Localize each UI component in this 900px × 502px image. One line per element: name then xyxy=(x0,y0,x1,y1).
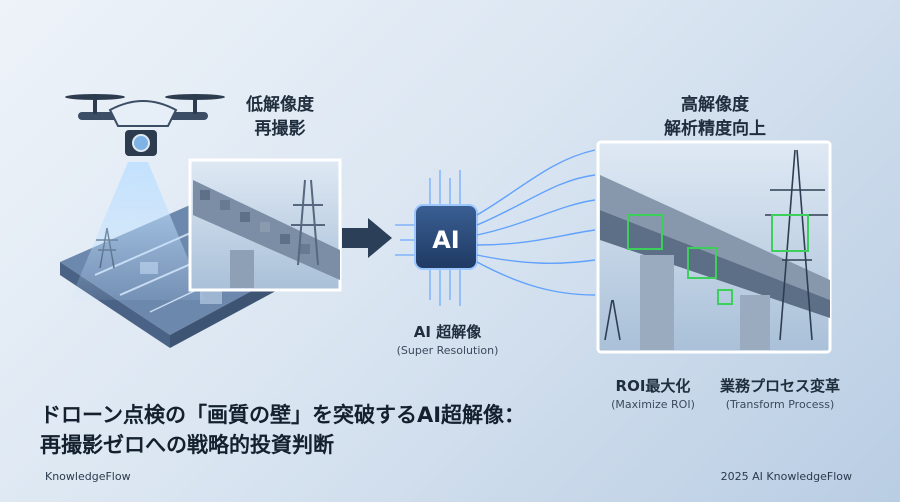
roi-label: ROI最大化 (Maximize ROI) xyxy=(598,374,708,411)
copyright: 2025 AI KnowledgeFlow xyxy=(720,470,852,483)
title-line-1: ドローン点検の「画質の壁」を突破するAI超解像： xyxy=(40,403,526,427)
roi: ROI最大化 xyxy=(615,377,691,395)
roi-en: (Maximize ROI) xyxy=(611,398,695,411)
page-title: ドローン点検の「画質の壁」を突破するAI超解像： 再撮影ゼロへの戦略的投資判断 xyxy=(40,400,525,460)
low-res-line-1: 低解像度 xyxy=(246,95,314,115)
high-res-image xyxy=(596,140,832,354)
high-res-label: 高解像度 解析精度向上 xyxy=(640,93,790,141)
arrow-right-icon xyxy=(342,218,392,258)
high-res-line-2: 解析精度向上 xyxy=(664,119,766,139)
ai-name: AI 超解像 xyxy=(413,323,482,341)
ai-name-en: (Super Resolution) xyxy=(396,344,499,357)
low-res-image xyxy=(188,158,342,292)
ai-chip: AI xyxy=(395,170,478,306)
camera-beam xyxy=(70,162,205,300)
low-res-line-2: 再撮影 xyxy=(254,119,306,139)
detection-boxes xyxy=(627,214,809,305)
brand-name: KnowledgeFlow xyxy=(45,470,131,483)
ai-chip-label: AI xyxy=(432,226,460,254)
transform-en: (Transform Process) xyxy=(725,398,835,411)
title-line-2: 再撮影ゼロへの戦略的投資判断 xyxy=(40,433,334,457)
transform: 業務プロセス変革 xyxy=(719,377,840,395)
data-streams xyxy=(476,149,596,296)
drone-icon xyxy=(65,94,225,156)
high-res-line-1: 高解像度 xyxy=(681,95,749,115)
ai-name-label: AI 超解像 (Super Resolution) xyxy=(380,320,515,357)
transform-label: 業務プロセス変革 (Transform Process) xyxy=(710,374,850,411)
low-res-label: 低解像度 再撮影 xyxy=(225,93,335,141)
